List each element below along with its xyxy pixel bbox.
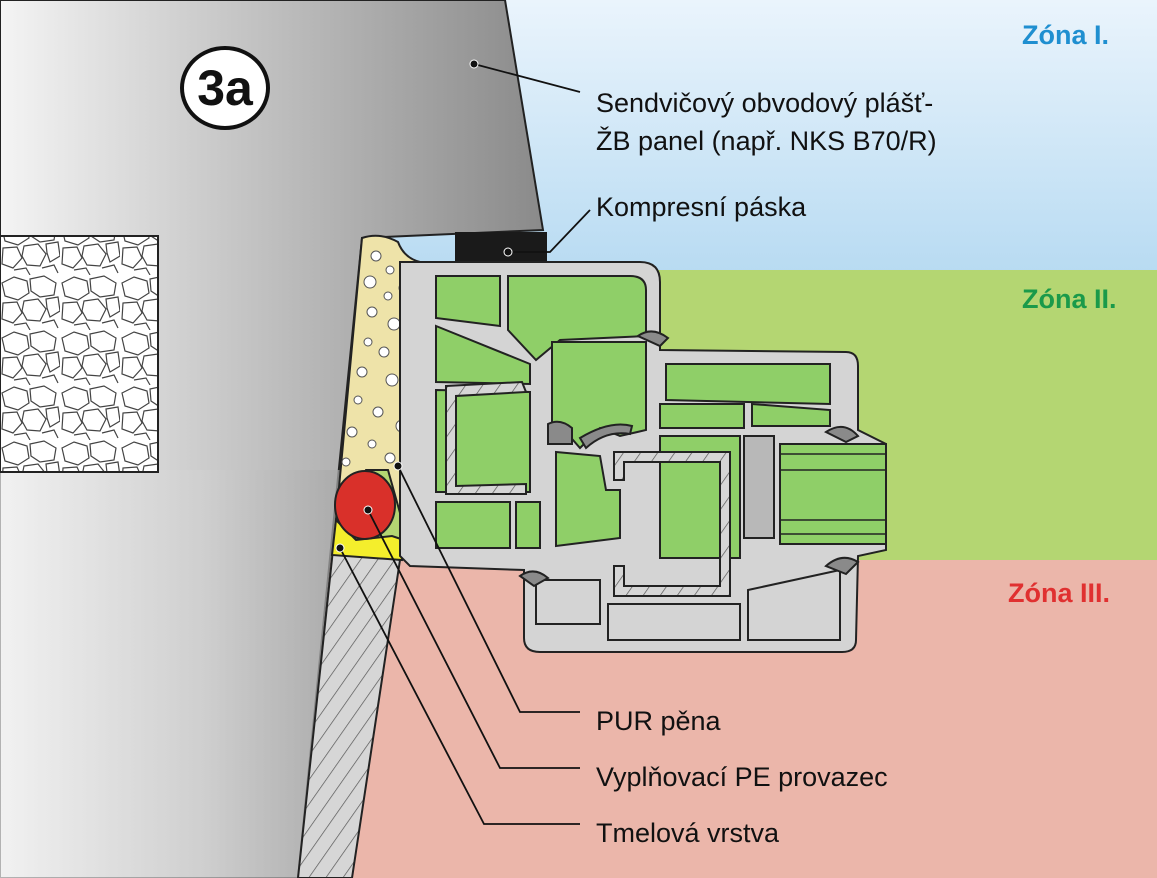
zone-1-label: Zóna I. [1022,20,1109,50]
callout-pe-cord: Vyplňovací PE provazec [596,762,888,792]
leader-sealant [339,547,580,825]
detail-badge: 3a [180,46,270,130]
callout-panel-line1: Sendvičový obvodový plášť- [596,88,934,118]
leader-pe-cord [367,509,580,769]
zone-2-label: Zóna II. [1022,284,1117,314]
leader-lines [339,63,591,825]
window-frame-profile [399,261,887,653]
zone-3-label: Zóna III. [1008,578,1111,608]
leader-panel [473,63,581,93]
leader-tape [508,209,591,253]
compression-tape [455,232,547,262]
leader-dots [335,59,513,553]
wall-lower-shading [0,470,340,878]
callout-sealant: Tmelová vrstva [596,818,780,848]
detail-badge-label: 3a [197,60,253,116]
callout-panel-line2: ŽB panel (např. NKS B70/R) [596,126,937,156]
callout-pur: PUR pěna [596,706,721,736]
insulation-layer [0,235,159,473]
callout-tape: Kompresní páska [596,192,807,222]
pe-backer-cord [334,470,396,540]
leader-pur [397,465,580,713]
